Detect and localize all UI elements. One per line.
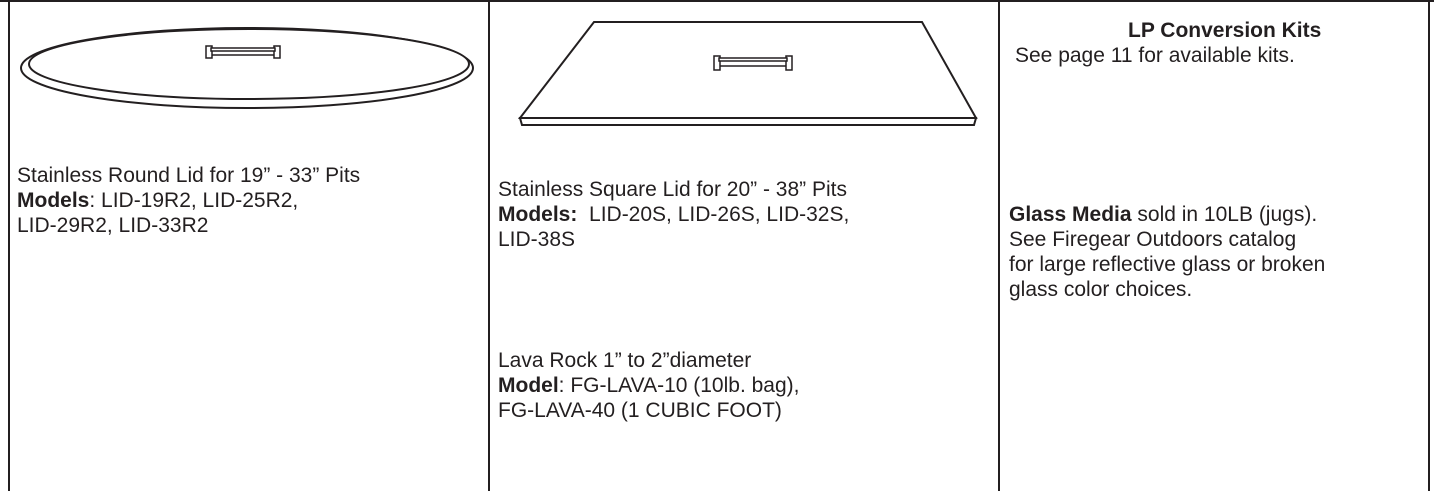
table-left-border: [8, 0, 10, 491]
round-lid-description: Stainless Round Lid for 19” - 33” Pits: [17, 164, 361, 187]
glass-media-line3: for large reflective glass or broken: [1009, 253, 1326, 276]
square-lid-illustration: [517, 21, 978, 126]
table-top-border: [0, 0, 1434, 2]
round-lid-models-line1: Models: LID-19R2, LID-25R2,: [17, 188, 298, 213]
square-lid-models-line2: LID-38S: [498, 228, 576, 251]
models-values: LID-20S, LID-26S, LID-32S,: [577, 203, 850, 226]
lava-rock-description: Lava Rock 1” to 2”diameter: [498, 349, 752, 372]
glass-media-label: Glass Media: [1009, 203, 1132, 226]
lid-handle-icon: [713, 55, 793, 71]
models-label: Models:: [498, 203, 578, 226]
glass-media-line4: glass color choices.: [1009, 278, 1193, 301]
round-lid-models-line2: LID-29R2, LID-33R2: [17, 214, 209, 237]
lp-conversion-text: See page 11 for available kits.: [1015, 44, 1295, 67]
glass-media-line1: Glass Media sold in 10LB (jugs).: [1009, 202, 1317, 227]
square-lid-description: Stainless Square Lid for 20” - 38” Pits: [498, 178, 848, 201]
column-divider-1: [488, 0, 490, 491]
lp-conversion-heading: LP Conversion Kits: [1128, 19, 1322, 42]
lava-rock-model-line2: FG-LAVA-40 (1 CUBIC FOOT): [498, 399, 782, 422]
column-divider-2: [998, 0, 1000, 491]
glass-media-line2: See Firegear Outdoors catalog: [1009, 228, 1297, 251]
square-lid-models-line1: Models: LID-20S, LID-26S, LID-32S,: [498, 202, 849, 227]
models-values: : LID-19R2, LID-25R2,: [89, 189, 299, 212]
lava-rock-model-line1: Model: FG-LAVA-10 (10lb. bag),: [498, 373, 800, 398]
table-right-border: [1428, 0, 1430, 491]
models-label: Models: [17, 189, 90, 212]
model-label: Model: [498, 374, 559, 397]
lid-handle-icon: [205, 45, 281, 59]
round-lid-illustration: [20, 27, 474, 109]
glass-media-text: sold in 10LB (jugs).: [1131, 203, 1318, 226]
model-values: : FG-LAVA-10 (10lb. bag),: [558, 374, 800, 397]
